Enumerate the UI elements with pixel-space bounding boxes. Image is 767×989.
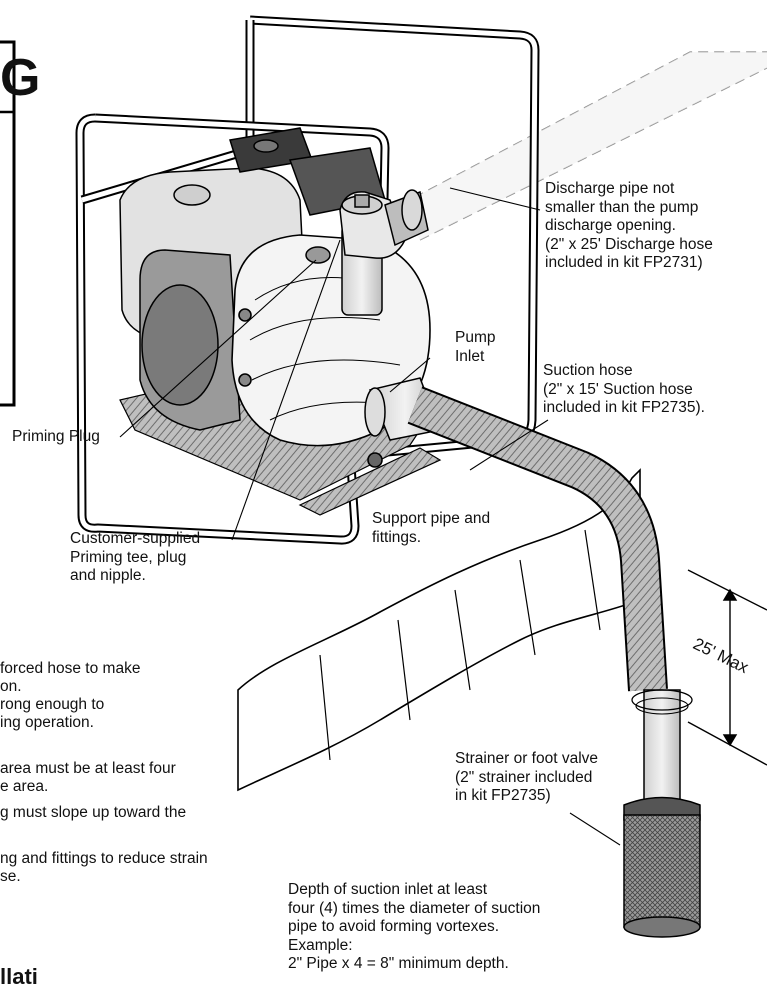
- suction-hose: [407, 386, 668, 692]
- depth-dimension: [687, 569, 767, 766]
- section-heading: llati: [0, 964, 38, 989]
- priming-plug-label: Priming Plug: [12, 428, 100, 445]
- warning-letter: G: [0, 49, 41, 107]
- leader-lines: [119, 187, 621, 846]
- strainer: [623, 796, 701, 938]
- engine: [119, 127, 386, 431]
- left-note-1: forced hose to make: [0, 660, 141, 677]
- left-note-4: ing operation.: [0, 714, 94, 731]
- suction-pipe: [631, 689, 693, 811]
- priming-tee: [305, 189, 429, 316]
- left-note-9: se.: [0, 868, 21, 885]
- left-note-5: area must be at least four: [0, 760, 176, 777]
- suction-hose-label: Suction hose (2" x 15' Suction hose incl…: [543, 362, 705, 416]
- strainer-label: Strainer or foot valve (2" strainer incl…: [455, 750, 599, 804]
- discharge-pipe-label: Discharge pipe not smaller than the pump…: [545, 180, 713, 271]
- support-pipe-label: Support pipe and fittings.: [372, 510, 491, 546]
- left-note-2: on.: [0, 678, 22, 695]
- depth-note: Depth of suction inlet at least four (4)…: [288, 881, 541, 972]
- pump-inlet-label: Pump Inlet: [455, 329, 496, 365]
- left-note-7: g must slope up toward the: [0, 804, 187, 821]
- warning-box: [0, 40, 16, 407]
- left-note-3: rong enough to: [0, 696, 105, 713]
- customer-supplied-label: Customer-supplied Priming tee, plug and …: [70, 530, 201, 584]
- left-note-6: e area.: [0, 778, 49, 795]
- left-note-8: ng and fittings to reduce strain: [0, 850, 208, 867]
- discharge-hose: [399, 51, 767, 241]
